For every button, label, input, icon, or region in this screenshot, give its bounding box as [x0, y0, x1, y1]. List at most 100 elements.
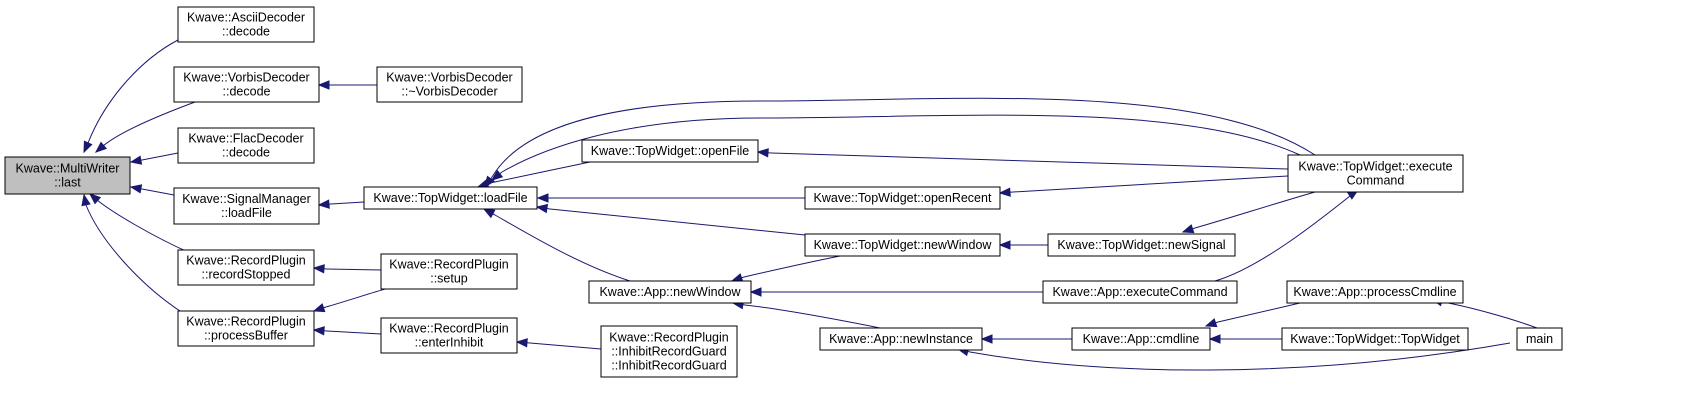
node-label: Kwave::VorbisDecoder — [386, 71, 512, 85]
node-label: Kwave::RecordPlugin — [389, 258, 509, 272]
node-label: main — [1526, 332, 1553, 346]
node-label: Kwave::App::cmdline — [1083, 332, 1200, 346]
edge-topwidget_openfile-to-topwidget_loadfile — [489, 161, 591, 184]
node-label: ::enterInhibit — [415, 336, 484, 350]
edge-app_newinstance-to-app_newwindow — [744, 304, 881, 329]
node-box — [819, 327, 983, 351]
node-main[interactable]: main — [1516, 327, 1563, 351]
node-label: ::decode — [223, 85, 271, 99]
arrowhead — [81, 193, 91, 207]
node-label: ::recordStopped — [202, 268, 291, 282]
node-app_newwindow[interactable]: Kwave::App::newWindow — [588, 280, 752, 304]
node-label: Kwave::SignalManager — [182, 192, 311, 206]
node-box — [1047, 233, 1236, 257]
node-label: Kwave::TopWidget::TopWidget — [1290, 332, 1460, 346]
node-record_setup[interactable]: Kwave::RecordPlugin::setup — [380, 253, 518, 290]
arrowhead — [756, 148, 769, 158]
node-label: ::~VorbisDecoder — [401, 85, 497, 99]
node-box — [804, 233, 1001, 257]
node-box — [1287, 154, 1464, 193]
node-inhibit_guard[interactable]: Kwave::RecordPlugin::InhibitRecordGuard:… — [600, 325, 738, 378]
edge-ascii_decode-to-multiwriter_last — [87, 39, 179, 144]
node-label: Kwave::App::newInstance — [829, 332, 973, 346]
arrowhead — [312, 264, 325, 274]
edge-topwidget_newwindow-to-topwidget_loadfile — [549, 208, 806, 236]
node-label: Kwave::App::processCmdline — [1293, 285, 1456, 299]
edge-flac_decode-to-multiwriter_last — [141, 152, 179, 161]
node-topwidget_newwindow[interactable]: Kwave::TopWidget::newWindow — [804, 233, 1001, 257]
edge-record_enterinhibit-to-record_processbuffer — [326, 330, 382, 335]
arrowhead — [94, 141, 108, 153]
node-topwidget_ctor[interactable]: Kwave::TopWidget::TopWidget — [1281, 327, 1469, 351]
node-label: Command — [1347, 174, 1405, 188]
node-label: Kwave::FlacDecoder — [188, 132, 303, 146]
edge-record_processbuffer-to-multiwriter_last — [85, 204, 184, 314]
arrowhead — [980, 334, 993, 344]
edge-inhibit_guard-to-record_enterinhibit — [529, 342, 602, 350]
node-box — [804, 186, 1001, 210]
node-app_executecommand[interactable]: Kwave::App::executeCommand — [1042, 280, 1238, 304]
node-box — [376, 66, 523, 103]
node-box — [173, 187, 320, 225]
edge-record_setup-to-record_recordstopped — [326, 268, 382, 271]
arrowhead — [998, 187, 1011, 197]
node-label: Kwave::App::executeCommand — [1052, 285, 1227, 299]
node-label: ::processBuffer — [204, 329, 288, 343]
node-box — [588, 280, 752, 304]
nodes-layer: Kwave::MultiWriter::last Kwave::AsciiDeco… — [4, 6, 1563, 378]
edge-topwidget_executecommand-to-topwidget_openrecent — [1012, 175, 1289, 193]
edge-topwidget_newwindow-to-app_newwindow — [743, 255, 841, 278]
node-label: Kwave::TopWidget::execute — [1298, 160, 1452, 174]
node-record_processbuffer[interactable]: Kwave::RecordPlugin::processBuffer — [177, 310, 315, 347]
arrowhead — [83, 140, 93, 154]
node-label: Kwave::TopWidget::loadFile — [373, 191, 527, 205]
edge-topwidget_executecommand-to-topwidget_loadfile — [501, 114, 1301, 173]
node-label: Kwave::MultiWriter — [16, 162, 120, 176]
edge-signalmanager_loadfile-to-multiwriter_last — [141, 188, 175, 196]
node-signalmanager_loadfile[interactable]: Kwave::SignalManager::loadFile — [173, 187, 320, 225]
edge-app_newwindow-to-topwidget_loadfile — [494, 214, 631, 282]
edge-vorbis_decode-to-multiwriter_last — [102, 101, 196, 147]
node-label: ::last — [54, 176, 81, 190]
node-app_newinstance[interactable]: Kwave::App::newInstance — [819, 327, 983, 351]
node-vorbis_dtor[interactable]: Kwave::VorbisDecoder::~VorbisDecoder — [376, 66, 523, 103]
node-label: Kwave::RecordPlugin — [389, 322, 509, 336]
arrowhead — [515, 338, 528, 348]
node-label: ::InhibitRecordGuard — [611, 345, 726, 359]
node-topwidget_openrecent[interactable]: Kwave::TopWidget::openRecent — [804, 186, 1001, 210]
node-label: ::decode — [222, 146, 270, 160]
edge-topwidget_executecommand-to-topwidget_openfile — [770, 152, 1289, 170]
arrowhead — [482, 208, 496, 219]
edge-app_processcmdline-to-app_cmdline — [1217, 302, 1301, 323]
node-record_enterinhibit[interactable]: Kwave::RecordPlugin::enterInhibit — [380, 317, 518, 354]
node-record_recordstopped[interactable]: Kwave::RecordPlugin::recordStopped — [177, 249, 315, 286]
node-label: Kwave::VorbisDecoder — [183, 71, 309, 85]
node-topwidget_newsignal[interactable]: Kwave::TopWidget::newSignal — [1047, 233, 1236, 257]
edge-topwidget_loadfile-to-signalmanager_loadfile — [330, 201, 365, 205]
node-topwidget_openfile[interactable]: Kwave::TopWidget::openFile — [581, 139, 759, 163]
node-box — [1286, 280, 1464, 304]
node-topwidget_loadfile[interactable]: Kwave::TopWidget::loadFile — [363, 186, 538, 210]
node-multiwriter_last[interactable]: Kwave::MultiWriter::last — [4, 156, 131, 195]
node-app_processcmdline[interactable]: Kwave::App::processCmdline — [1286, 280, 1464, 304]
node-label: Kwave::RecordPlugin — [186, 254, 306, 268]
arrowhead — [490, 169, 504, 181]
node-label: ::loadFile — [221, 206, 272, 220]
node-flac_decode[interactable]: Kwave::FlacDecoder::decode — [177, 127, 315, 164]
node-topwidget_executecommand[interactable]: Kwave::TopWidget::executeCommand — [1287, 154, 1464, 193]
node-label: Kwave::TopWidget::newSignal — [1057, 238, 1225, 252]
node-label: Kwave::RecordPlugin — [186, 315, 306, 329]
node-label: Kwave::App::newWindow — [599, 285, 741, 299]
edge-record_recordstopped-to-multiwriter_last — [96, 199, 191, 254]
node-box — [1281, 327, 1469, 351]
node-box — [4, 156, 131, 195]
node-app_cmdline[interactable]: Kwave::App::cmdline — [1071, 327, 1211, 351]
node-ascii_decode[interactable]: Kwave::AsciiDecoder::decode — [177, 6, 315, 43]
node-box — [1516, 327, 1563, 351]
arrowhead — [998, 240, 1011, 250]
node-label: Kwave::TopWidget::openRecent — [814, 191, 992, 205]
node-vorbis_decode[interactable]: Kwave::VorbisDecoder::decode — [173, 66, 320, 103]
arrowhead — [1181, 224, 1195, 234]
node-box — [380, 317, 518, 354]
